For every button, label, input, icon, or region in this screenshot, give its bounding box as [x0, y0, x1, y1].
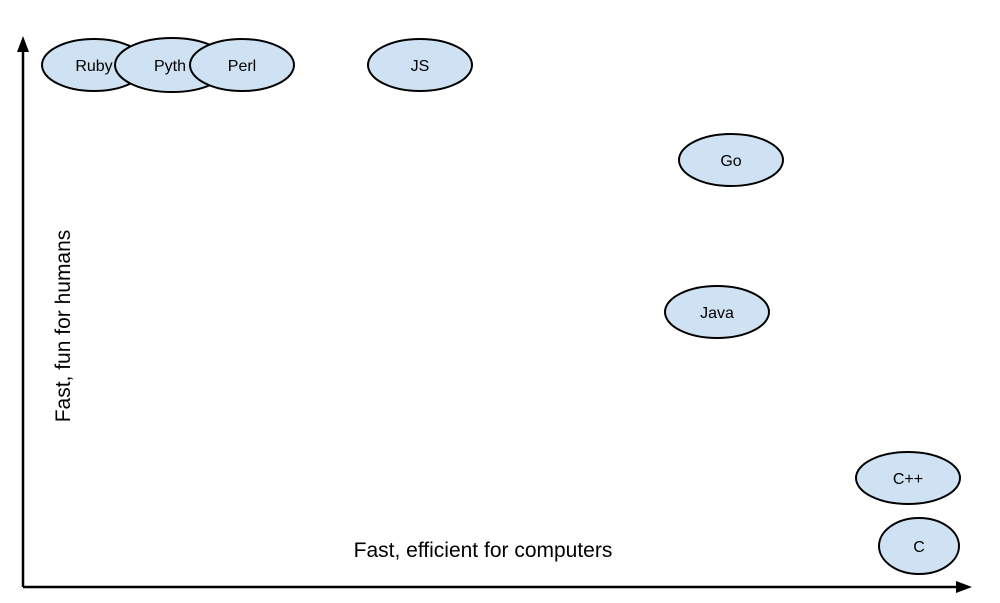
bubble-cpp-shape: [855, 451, 961, 505]
bubble-perl: Perl: [189, 38, 295, 92]
bubble-perl-shape: [189, 38, 295, 92]
bubble-ruby: Ruby: [41, 38, 147, 92]
bubble-js-label: JS: [411, 58, 430, 75]
x-axis-label: Fast, efficient for computers: [354, 539, 613, 562]
bubble-c-shape: [878, 517, 960, 575]
axes: [17, 36, 972, 593]
bubble-c: C: [878, 517, 960, 575]
bubble-python-label: Pyth: [154, 58, 186, 75]
bubble-java-label: Java: [700, 305, 734, 322]
y-axis-label: Fast, fun for humans: [52, 230, 75, 423]
bubble-cpp: C++: [855, 451, 961, 505]
bubble-ruby-label: Ruby: [75, 58, 112, 75]
bubble-cpp-label: C++: [893, 471, 923, 488]
bubble-go-label: Go: [720, 153, 741, 170]
bubble-go-shape: [678, 133, 784, 187]
bubble-java-shape: [664, 285, 770, 339]
bubble-c-label: C: [913, 539, 925, 556]
bubble-js-shape: [367, 38, 473, 92]
x-axis-arrowhead: [956, 581, 972, 593]
bubble-java: Java: [664, 285, 770, 339]
y-axis-arrowhead: [17, 36, 29, 52]
bubble-js: JS: [367, 38, 473, 92]
bubble-go: Go: [678, 133, 784, 187]
bubble-perl-label: Perl: [228, 58, 256, 75]
